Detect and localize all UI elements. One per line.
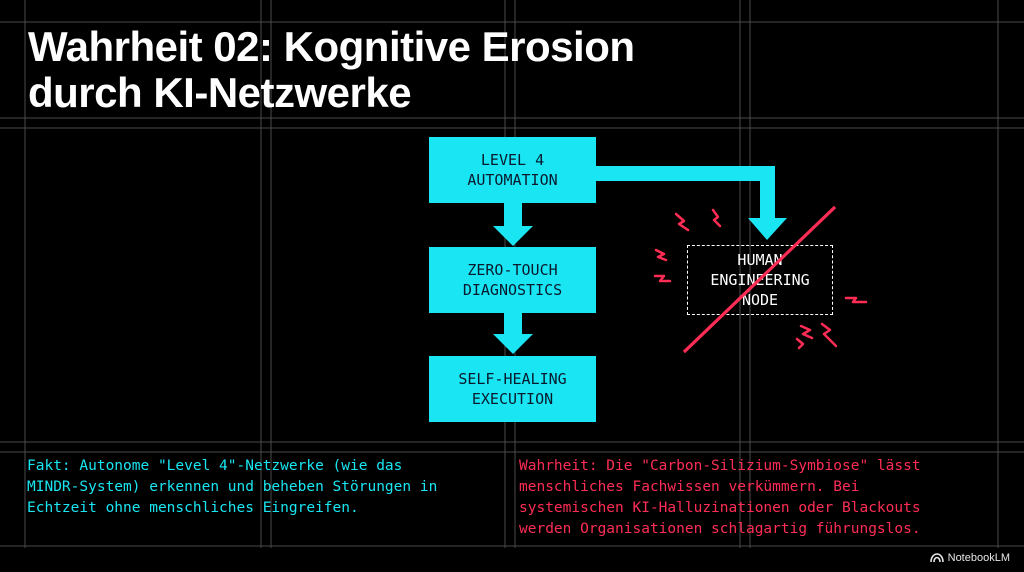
fact-line: Fakt: Autonome "Level 4"-Netzwerke (wie … — [27, 458, 403, 474]
watermark-label: NotebookLM — [947, 552, 1010, 564]
box-label-line-2: AUTOMATION — [467, 171, 558, 189]
spark-icon — [653, 274, 672, 283]
spark-icon — [844, 296, 868, 304]
fact-text: Fakt: Autonome "Level 4"-Netzwerke (wie … — [27, 456, 437, 519]
human-engineering-node: HUMAN ENGINEERING NODE — [687, 245, 833, 315]
title-line-2: durch KI-Netzwerke — [28, 69, 412, 116]
spark-icon — [674, 212, 690, 232]
node-label-line-3: NODE — [741, 291, 779, 309]
node-label-line-2: ENGINEERING — [710, 271, 810, 289]
spark-icon — [711, 208, 722, 228]
truth-line: systemischen KI-Halluzinationen oder Bla… — [519, 500, 921, 516]
fact-line: Echtzeit ohne menschliches Eingreifen. — [27, 500, 359, 516]
truth-line: werden Organisationen schlagartig führun… — [519, 521, 921, 537]
notebooklm-watermark: NotebookLM — [929, 552, 1010, 564]
spark-icon — [795, 337, 805, 350]
spark-icon — [799, 324, 814, 340]
truth-line: menschliches Fachwissen verkümmern. Bei — [519, 479, 860, 495]
box-label-line-1: SELF-HEALING — [458, 370, 567, 388]
box-label-line-2: EXECUTION — [471, 390, 554, 408]
self-healing-execution-box: SELF-HEALING EXECUTION — [429, 356, 596, 422]
box-label-line-2: DIAGNOSTICS — [462, 281, 563, 299]
title-line-1: Wahrheit 02: Kognitive Erosion — [28, 23, 635, 70]
box-label-line-1: LEVEL 4 — [480, 151, 545, 169]
spark-icon — [820, 322, 838, 348]
truth-line: Wahrheit: Die "Carbon-Silizium-Symbiose"… — [519, 458, 921, 474]
box-label-line-1: ZERO-TOUCH — [467, 261, 558, 279]
node-label-line-1: HUMAN — [737, 251, 783, 269]
fact-line: MINDR-System) erkennen und beheben Störu… — [27, 479, 438, 495]
truth-text: Wahrheit: Die "Carbon-Silizium-Symbiose"… — [519, 456, 921, 540]
notebooklm-logo-icon — [929, 553, 944, 563]
level-4-automation-box: LEVEL 4 AUTOMATION — [429, 137, 596, 203]
page-title: Wahrheit 02: Kognitive Erosion durch KI-… — [28, 24, 635, 116]
zero-touch-diagnostics-box: ZERO-TOUCH DIAGNOSTICS — [429, 247, 596, 313]
spark-icon — [654, 248, 668, 262]
